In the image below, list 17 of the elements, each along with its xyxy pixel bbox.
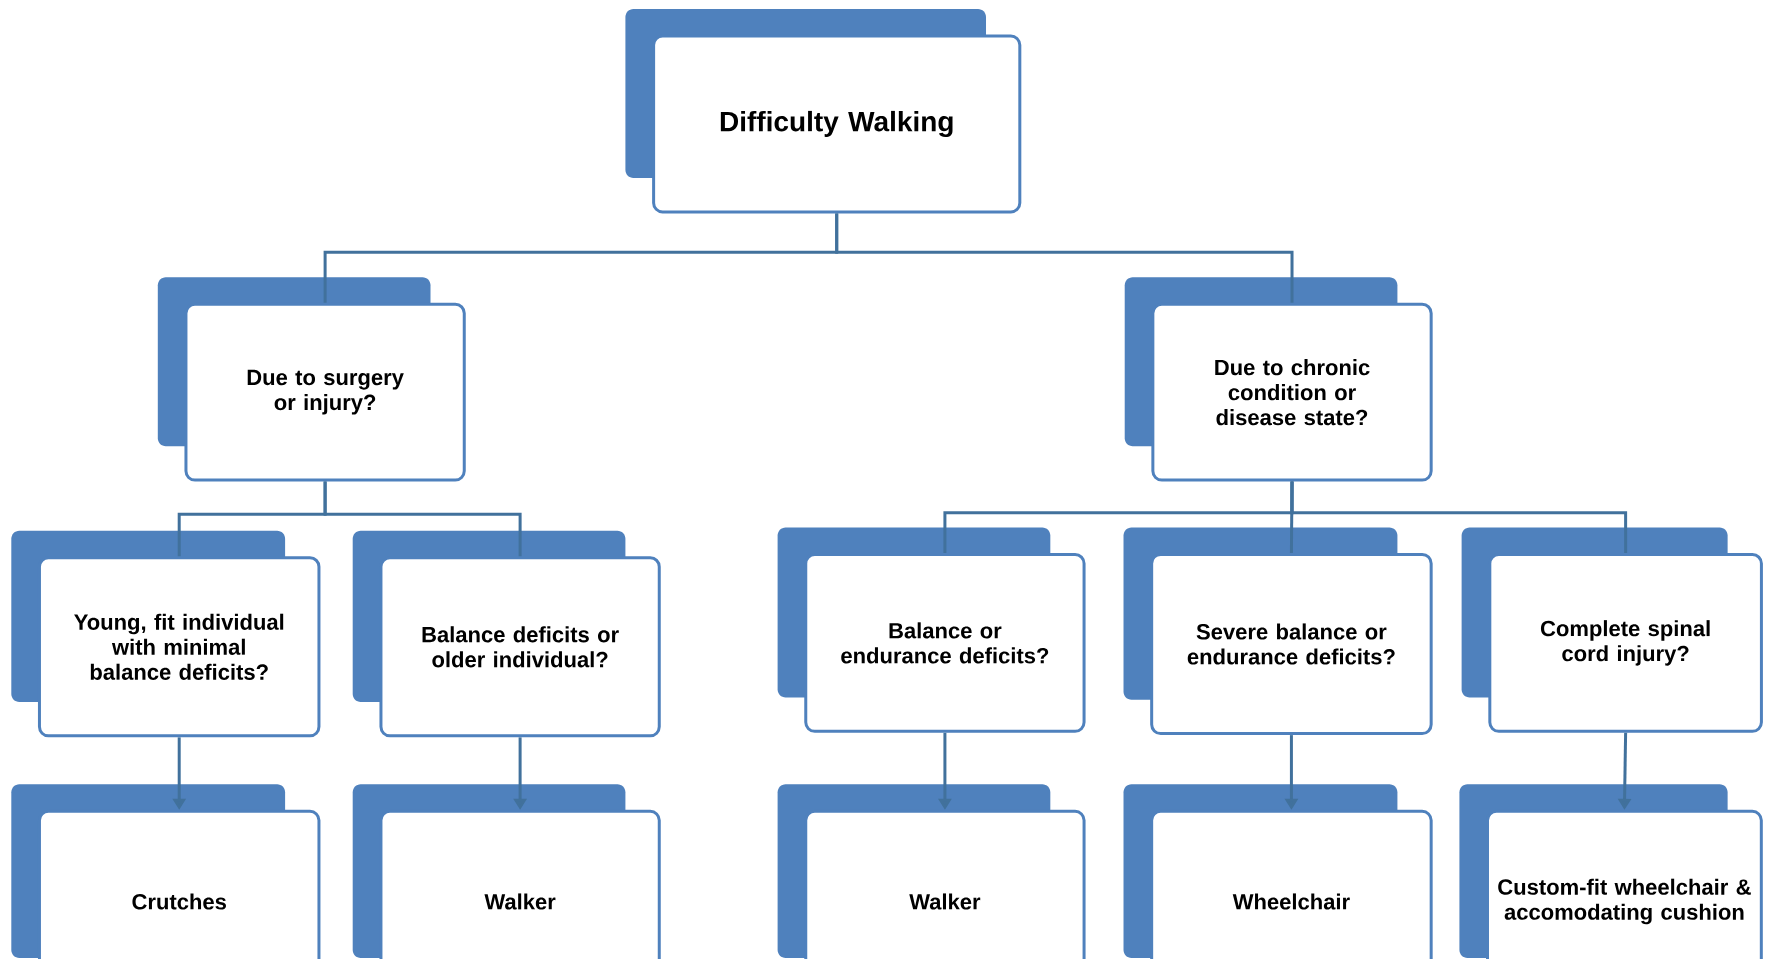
question-box: Balance deficits or older individual?: [352, 530, 661, 738]
question-box: Complete spinal cord injury?: [1461, 527, 1763, 733]
device-box: Custom-fit wheelchair & accomodating cushion: [1459, 784, 1763, 959]
question-box: Severe balance or endurance deficits?: [1123, 527, 1433, 736]
title-box: Difficulty Walking: [625, 9, 1022, 214]
question-box: Due to chronic condition or disease state?: [1124, 277, 1433, 482]
question-box: Due to surgery or injury?: [157, 277, 466, 482]
connector-line: [323, 481, 522, 557]
device-box: Walker: [352, 784, 661, 959]
connector-line: [1289, 481, 1294, 553]
device-box: Crutches: [11, 784, 321, 959]
device-box: Wheelchair: [1123, 784, 1433, 959]
connector-line: [835, 213, 1294, 303]
device-box: Walker: [777, 784, 1086, 959]
question-box: Balance or endurance deficits?: [777, 527, 1086, 733]
connector-line: [1290, 481, 1628, 553]
question-box: Young, fit individual with minimal balance deficits?: [11, 530, 321, 738]
